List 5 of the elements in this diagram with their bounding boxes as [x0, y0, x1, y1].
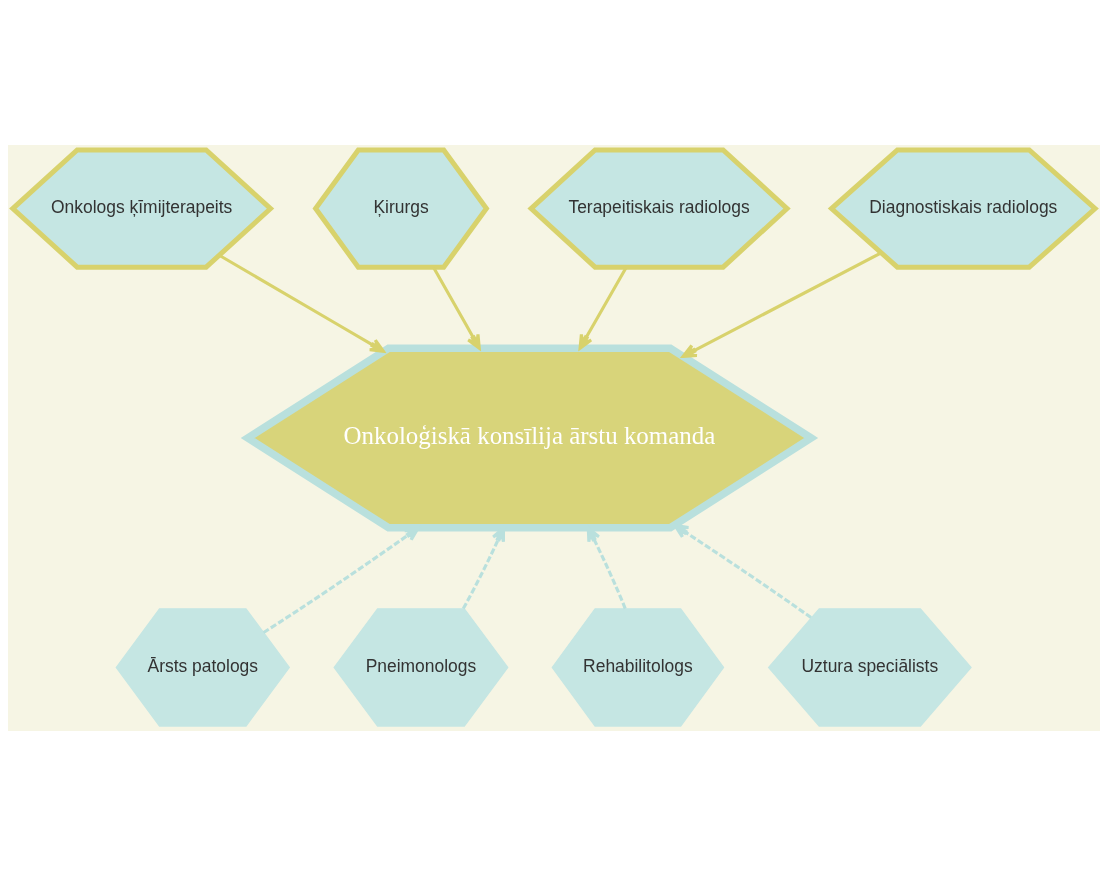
arrow [218, 253, 385, 353]
arrow [681, 250, 882, 358]
arrow [432, 266, 481, 350]
arrow [578, 266, 628, 350]
arrow [673, 523, 812, 619]
